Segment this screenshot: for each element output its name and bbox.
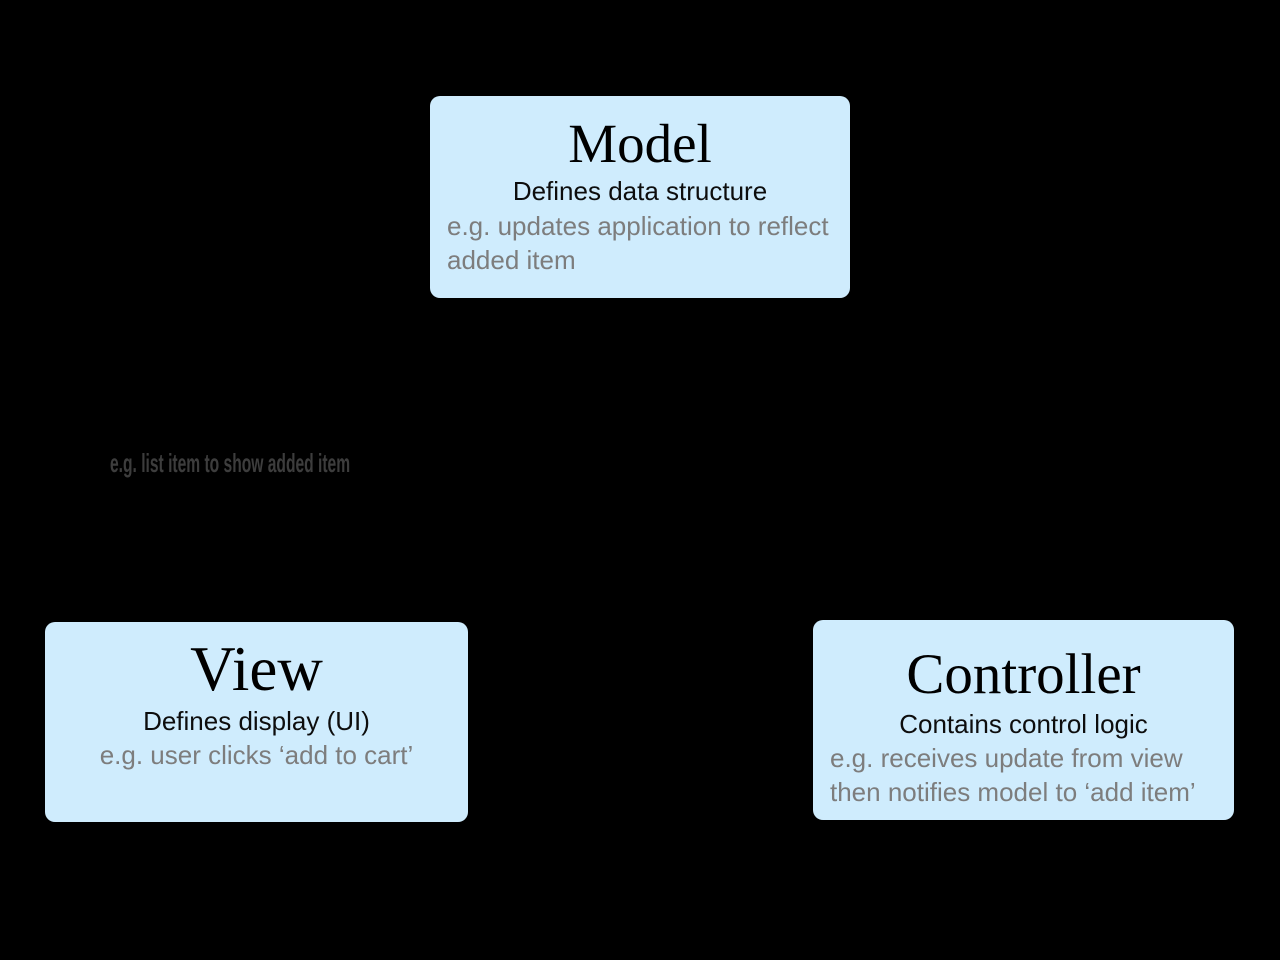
model-box: Model Defines data structure e.g. update… bbox=[430, 96, 850, 298]
controller-subtitle: Contains control logic bbox=[899, 708, 1148, 739]
model-to-view-arrow-note: e.g. list item to show added item bbox=[110, 448, 351, 478]
view-note: e.g. user clicks ‘add to cart’ bbox=[45, 738, 468, 772]
model-note-line-1: e.g. updates application to reflect bbox=[447, 210, 829, 241]
view-subtitle: Defines display (UI) bbox=[143, 706, 370, 737]
controller-note: e.g. receives update from view then noti… bbox=[813, 741, 1234, 810]
model-note: e.g. updates application to reflect adde… bbox=[430, 209, 850, 278]
controller-box: Controller Contains control logic e.g. r… bbox=[813, 620, 1234, 820]
model-title: Model bbox=[568, 113, 712, 174]
view-box: View Defines display (UI) e.g. user clic… bbox=[45, 622, 468, 822]
view-note-line-1: e.g. user clicks ‘add to cart’ bbox=[99, 740, 414, 771]
model-note-line-2: added item bbox=[447, 244, 576, 275]
controller-title: Controller bbox=[906, 643, 1141, 706]
controller-note-line-1: e.g. receives update from view bbox=[830, 742, 1183, 773]
controller-note-line-2: then notifies model to ‘add item’ bbox=[830, 777, 1196, 808]
view-title: View bbox=[190, 634, 323, 704]
model-subtitle: Defines data structure bbox=[512, 176, 768, 207]
